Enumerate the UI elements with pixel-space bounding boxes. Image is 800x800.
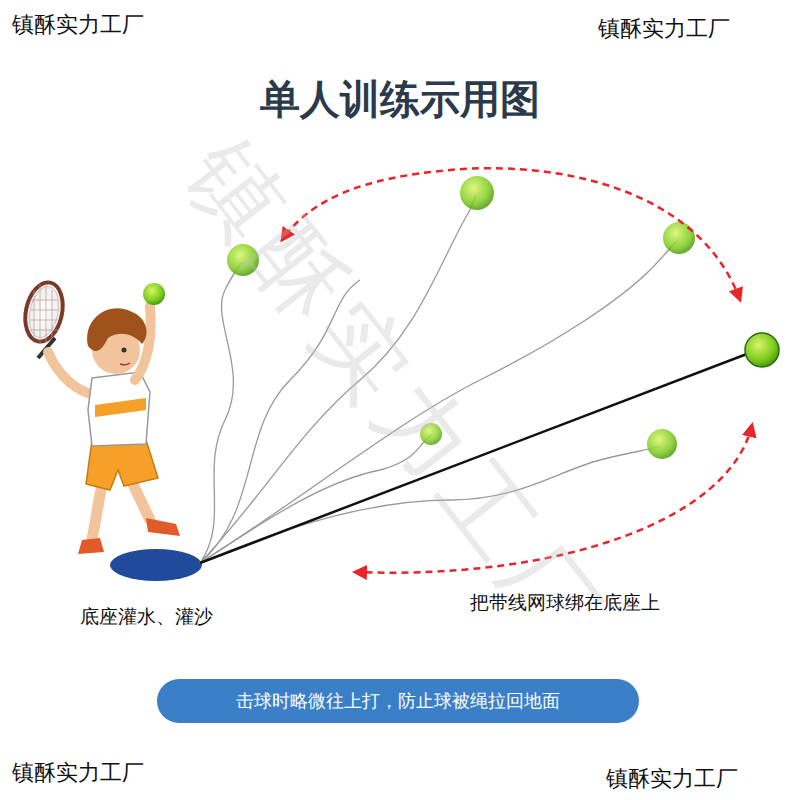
ball-note: 把带线网球绑在底座上 xyxy=(470,590,660,616)
corner-watermark: 镇酥实力工厂 xyxy=(12,10,144,40)
title: 单人训练示用图 xyxy=(0,72,800,127)
diagonal-watermark: 镇酥实力工厂 xyxy=(158,116,632,675)
player xyxy=(20,279,180,554)
base xyxy=(110,549,202,581)
base-note: 底座灌水、灌沙 xyxy=(80,604,213,630)
corner-watermark: 镇酥实力工厂 xyxy=(598,14,730,44)
tip-text: 击球时略微往上打，防止球被绳拉回地面 xyxy=(236,689,560,713)
corner-watermark: 镇酥实力工厂 xyxy=(606,764,738,794)
corner-watermark: 镇酥实力工厂 xyxy=(12,758,144,788)
tip-banner: 击球时略微往上打，防止球被绳拉回地面 xyxy=(157,679,639,723)
